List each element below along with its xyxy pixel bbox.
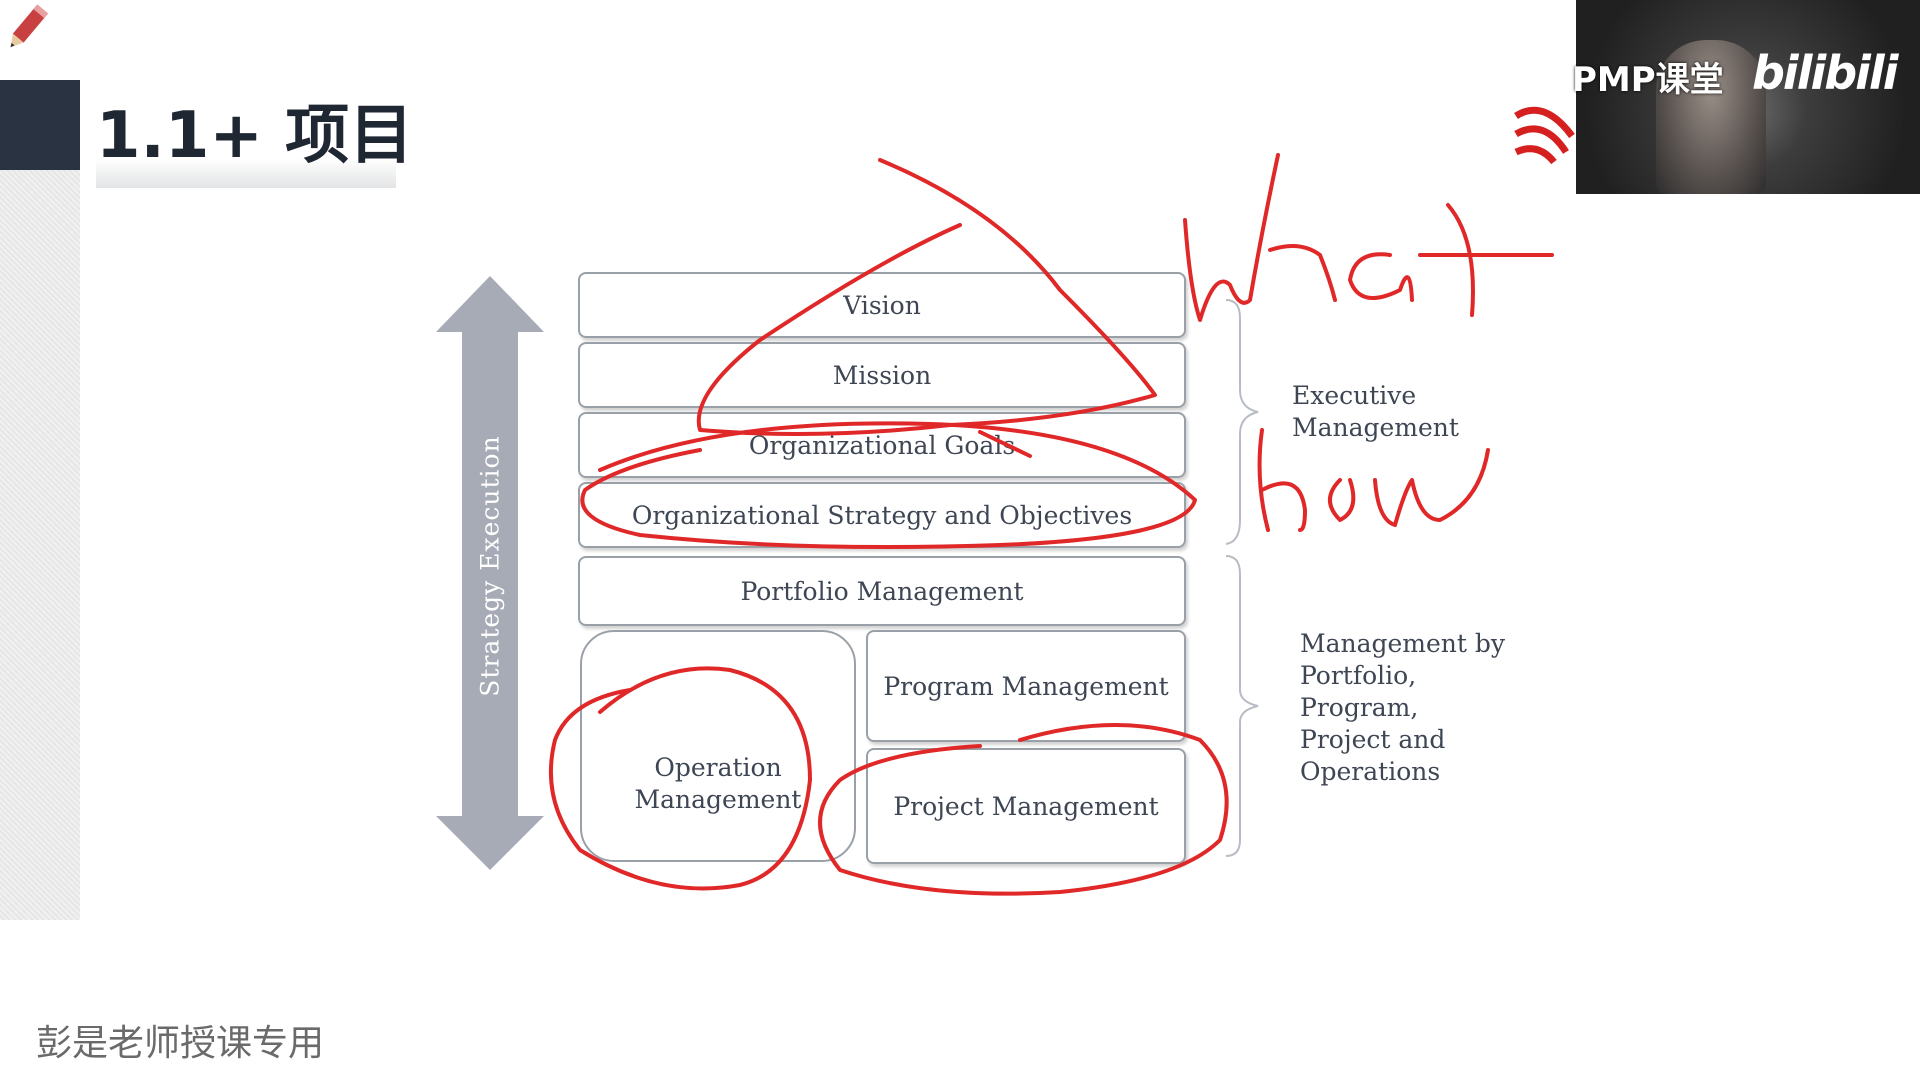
box-portfolio-management: Portfolio Management (578, 556, 1186, 626)
pencil-icon[interactable] (0, 0, 60, 60)
box-operation-management: Operation Management (580, 630, 856, 862)
title-accent-block (0, 80, 80, 170)
executive-label-line-2: Management (1292, 413, 1459, 442)
executive-label-line-1: Executive (1292, 381, 1417, 410)
mgmt-line-4: Project and (1300, 725, 1446, 754)
slide-title: 1.1+ 项目 (96, 99, 414, 173)
webcam-overlay: PMP课堂 bilibili (1572, 0, 1920, 194)
mgmt-line-5: Operations (1300, 757, 1441, 786)
mgmt-line-3: Program, (1300, 693, 1419, 722)
bilibili-logo: bilibili (1752, 46, 1898, 100)
strategy-execution-label: Strategy Execution (475, 435, 505, 697)
presenter-video (1656, 40, 1766, 194)
mgmt-line-2: Portfolio, (1300, 661, 1417, 690)
management-brace (1225, 555, 1259, 857)
box-vision: Vision (578, 272, 1186, 338)
mgmt-line-1: Management by (1300, 629, 1506, 658)
left-decor-strip (0, 150, 80, 920)
operation-label-line-1: Operation (654, 753, 782, 782)
executive-management-label: Executive Management (1292, 380, 1459, 444)
strategy-execution-arrow (436, 276, 544, 870)
executive-brace (1225, 299, 1259, 545)
box-project-management: Project Management (866, 748, 1186, 864)
box-program-management: Program Management (866, 630, 1186, 742)
box-mission: Mission (578, 342, 1186, 408)
box-strategy-objectives: Organizational Strategy and Objectives (578, 482, 1186, 548)
operation-label-line-2: Management (634, 785, 802, 814)
webcam-brand: PMP课堂 (1572, 60, 1724, 100)
box-organizational-goals: Organizational Goals (578, 412, 1186, 478)
footer-note: 彭是老师授课专用 (36, 1023, 325, 1064)
management-by-label: Management by Portfolio, Program, Projec… (1300, 628, 1505, 788)
